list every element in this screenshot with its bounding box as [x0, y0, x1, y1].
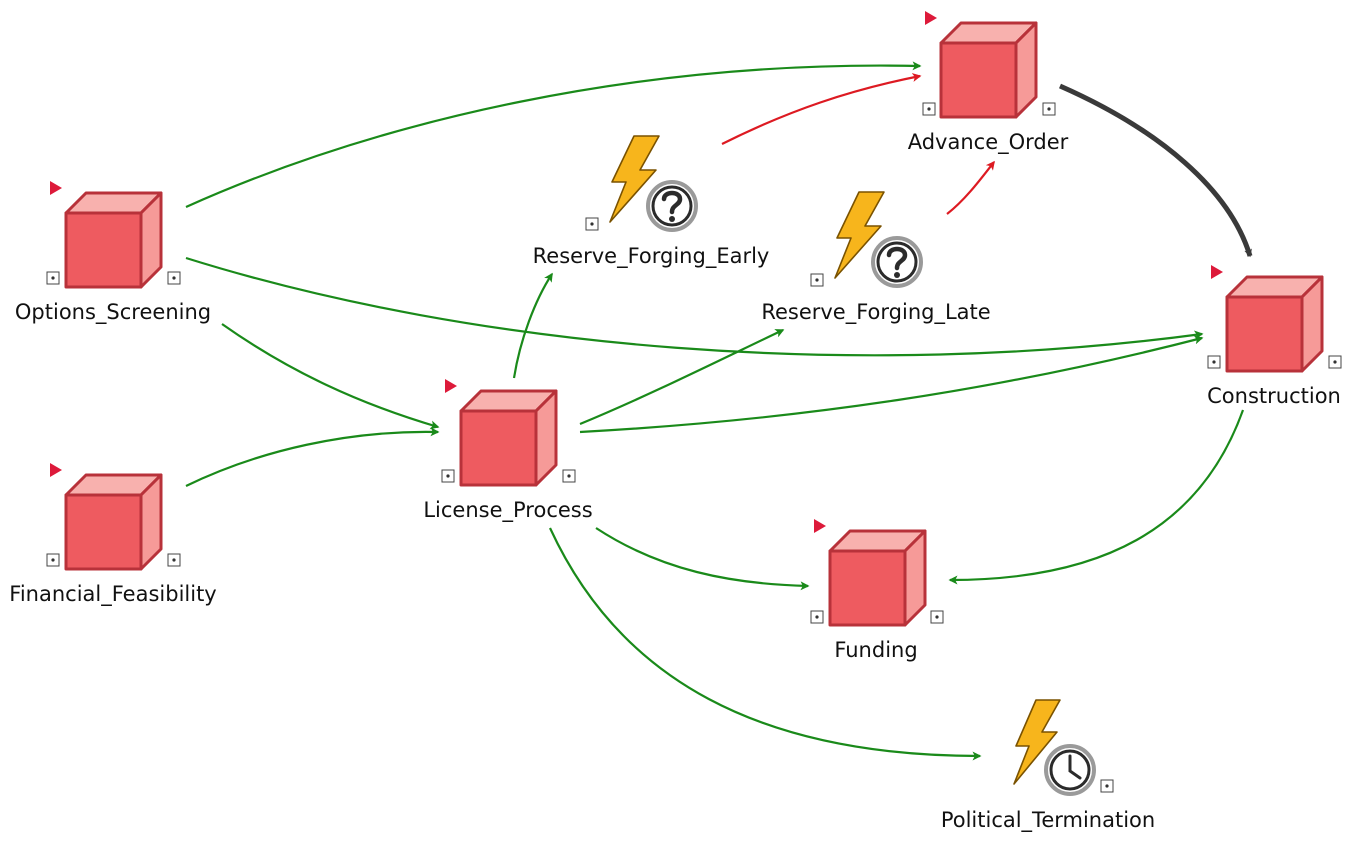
- edge-license-process-to-reserve-forging-early[interactable]: [512, 272, 553, 379]
- edges: [185, 61, 1253, 761]
- expand-toggle-icon[interactable]: [922, 102, 936, 116]
- lightning-question-icon: [609, 135, 660, 223]
- node-political-termination[interactable]: Political_Termination: [941, 699, 1155, 833]
- edge-license-process-to-political-termination[interactable]: [549, 527, 982, 761]
- expand-toggle-icon[interactable]: [1328, 355, 1342, 369]
- lightning-question-icon: [834, 191, 885, 279]
- activity-cube-icon: [459, 389, 558, 487]
- node-advance-order[interactable]: Advance_Order: [908, 11, 1069, 155]
- node-label: Political_Termination: [941, 808, 1155, 833]
- activity-cube-icon: [64, 473, 163, 571]
- node-construction[interactable]: Construction: [1207, 265, 1342, 408]
- edge-options-screening-to-license-process[interactable]: [221, 323, 440, 430]
- node-license-process[interactable]: License_Process: [423, 379, 593, 523]
- node-options-screening[interactable]: Options_Screening: [15, 181, 211, 325]
- edge-reserve-forging-late-to-advance-order[interactable]: [946, 160, 995, 215]
- expand-toggle-icon[interactable]: [562, 469, 576, 483]
- node-label: Reserve_Forging_Early: [533, 244, 770, 269]
- activity-cube-icon: [1225, 275, 1324, 373]
- node-marker: [50, 181, 62, 195]
- clock-icon: [1044, 744, 1096, 796]
- question-icon: [646, 180, 698, 232]
- expand-toggle-icon[interactable]: [46, 553, 60, 567]
- expand-toggle-icon[interactable]: [167, 271, 181, 285]
- edge-options-screening-to-construction[interactable]: [185, 256, 1204, 357]
- expand-toggle-icon[interactable]: [441, 469, 455, 483]
- edge-options-screening-to-advance-order[interactable]: [185, 61, 922, 209]
- expand-toggle-icon[interactable]: [1207, 355, 1221, 369]
- node-label: Construction: [1207, 384, 1341, 408]
- node-label: Financial_Feasibility: [9, 582, 216, 607]
- expand-toggle-icon[interactable]: [930, 610, 944, 624]
- edge-construction-to-funding[interactable]: [948, 409, 1245, 585]
- edge-license-process-to-reserve-forging-late[interactable]: [579, 329, 785, 426]
- edge-license-process-to-funding[interactable]: [595, 527, 810, 591]
- expand-toggle-icon[interactable]: [1100, 779, 1114, 793]
- node-financial-feasibility[interactable]: Financial_Feasibility: [9, 463, 217, 607]
- question-icon: [871, 236, 923, 288]
- node-label: Funding: [834, 638, 917, 662]
- expand-toggle-icon[interactable]: [167, 553, 181, 567]
- node-label: Options_Screening: [15, 300, 211, 325]
- edge-advance-order-to-construction[interactable]: [1058, 83, 1253, 258]
- activity-cube-icon: [828, 529, 927, 627]
- node-marker: [814, 519, 826, 533]
- expand-toggle-icon[interactable]: [1042, 102, 1056, 116]
- node-label: Advance_Order: [908, 130, 1069, 155]
- lightning-clock-icon: [1013, 699, 1061, 785]
- node-label: Reserve_Forging_Late: [761, 300, 990, 325]
- edge-financial-feasibility-to-license-process[interactable]: [185, 427, 440, 487]
- node-reserve-forging-early[interactable]: Reserve_Forging_Early: [533, 135, 770, 269]
- node-reserve-forging-late[interactable]: Reserve_Forging_Late: [761, 191, 991, 325]
- expand-toggle-icon[interactable]: [810, 610, 824, 624]
- expand-toggle-icon[interactable]: [585, 217, 599, 231]
- edge-reserve-forging-early-to-advance-order[interactable]: [721, 73, 922, 145]
- activity-cube-icon: [64, 191, 163, 289]
- node-marker: [1211, 265, 1223, 279]
- node-label: License_Process: [423, 498, 592, 523]
- expand-toggle-icon[interactable]: [810, 273, 824, 287]
- node-marker: [445, 379, 457, 393]
- expand-toggle-icon[interactable]: [46, 271, 60, 285]
- node-marker: [925, 11, 937, 25]
- activity-cube-icon: [939, 21, 1038, 119]
- node-funding[interactable]: Funding: [810, 519, 944, 662]
- edge-license-process-to-construction[interactable]: [579, 335, 1204, 434]
- node-marker: [50, 463, 62, 477]
